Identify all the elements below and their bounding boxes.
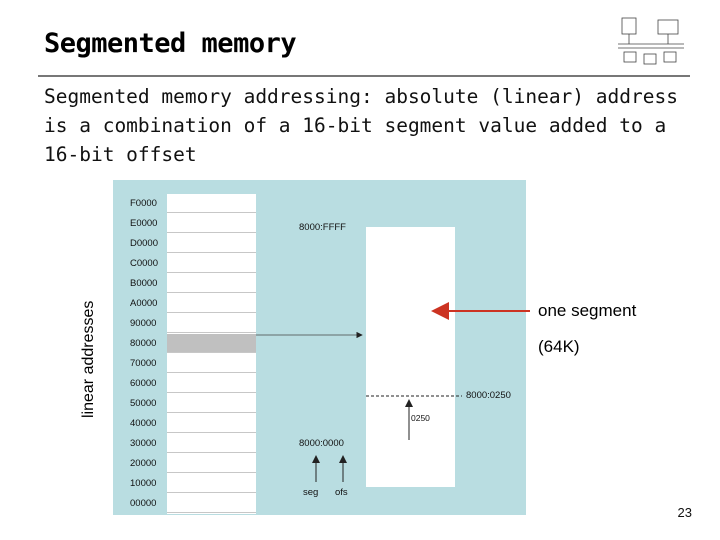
title-divider xyxy=(38,75,690,77)
segment-box xyxy=(366,227,455,487)
memory-row xyxy=(167,214,256,233)
address-label: 10000 xyxy=(130,478,157,489)
annotation-line1: one segment xyxy=(538,301,637,320)
memory-row xyxy=(167,334,256,353)
memory-row xyxy=(167,314,256,333)
address-label: C0000 xyxy=(130,258,158,269)
offset-value-label: 0250 xyxy=(411,413,430,423)
address-label: 50000 xyxy=(130,398,157,409)
memory-row xyxy=(167,494,256,513)
seg-label: seg xyxy=(303,487,319,498)
address-label: 80000 xyxy=(130,338,157,349)
segment-bottom-label: 8000:0000 xyxy=(299,438,344,449)
memory-row xyxy=(167,234,256,253)
annotation-line2: (64K) xyxy=(538,337,580,356)
slide-title: Segmented memory xyxy=(44,28,297,59)
memory-row xyxy=(167,394,256,413)
memory-row xyxy=(167,414,256,433)
memory-row xyxy=(167,374,256,393)
address-column xyxy=(167,194,256,514)
memory-row xyxy=(167,354,256,373)
thumbnail-diagram-icon xyxy=(618,17,684,65)
memory-row xyxy=(167,434,256,453)
address-label: 60000 xyxy=(130,378,157,389)
memory-row xyxy=(167,254,256,273)
address-label: F0000 xyxy=(130,198,157,209)
memory-row xyxy=(167,474,256,493)
page-number: 23 xyxy=(677,505,692,520)
memory-row xyxy=(167,274,256,293)
address-label: 90000 xyxy=(130,318,157,329)
ofs-label: ofs xyxy=(335,487,348,498)
memory-row xyxy=(167,454,256,473)
address-label: A0000 xyxy=(130,298,158,309)
segment-top-label: 8000:FFFF xyxy=(299,222,346,233)
memory-row xyxy=(167,194,256,213)
address-label: 00000 xyxy=(130,498,157,509)
address-label: 70000 xyxy=(130,358,157,369)
address-label: 40000 xyxy=(130,418,157,429)
address-label: E0000 xyxy=(130,218,158,229)
address-label: B0000 xyxy=(130,278,158,289)
address-label: 20000 xyxy=(130,458,157,469)
subtitle-text: Segmented memory addressing: absolute (l… xyxy=(44,85,678,166)
segment-pointer-label: 8000:0250 xyxy=(466,390,511,401)
memory-row xyxy=(167,294,256,313)
address-label: D0000 xyxy=(130,238,158,249)
address-label: 30000 xyxy=(130,438,157,449)
